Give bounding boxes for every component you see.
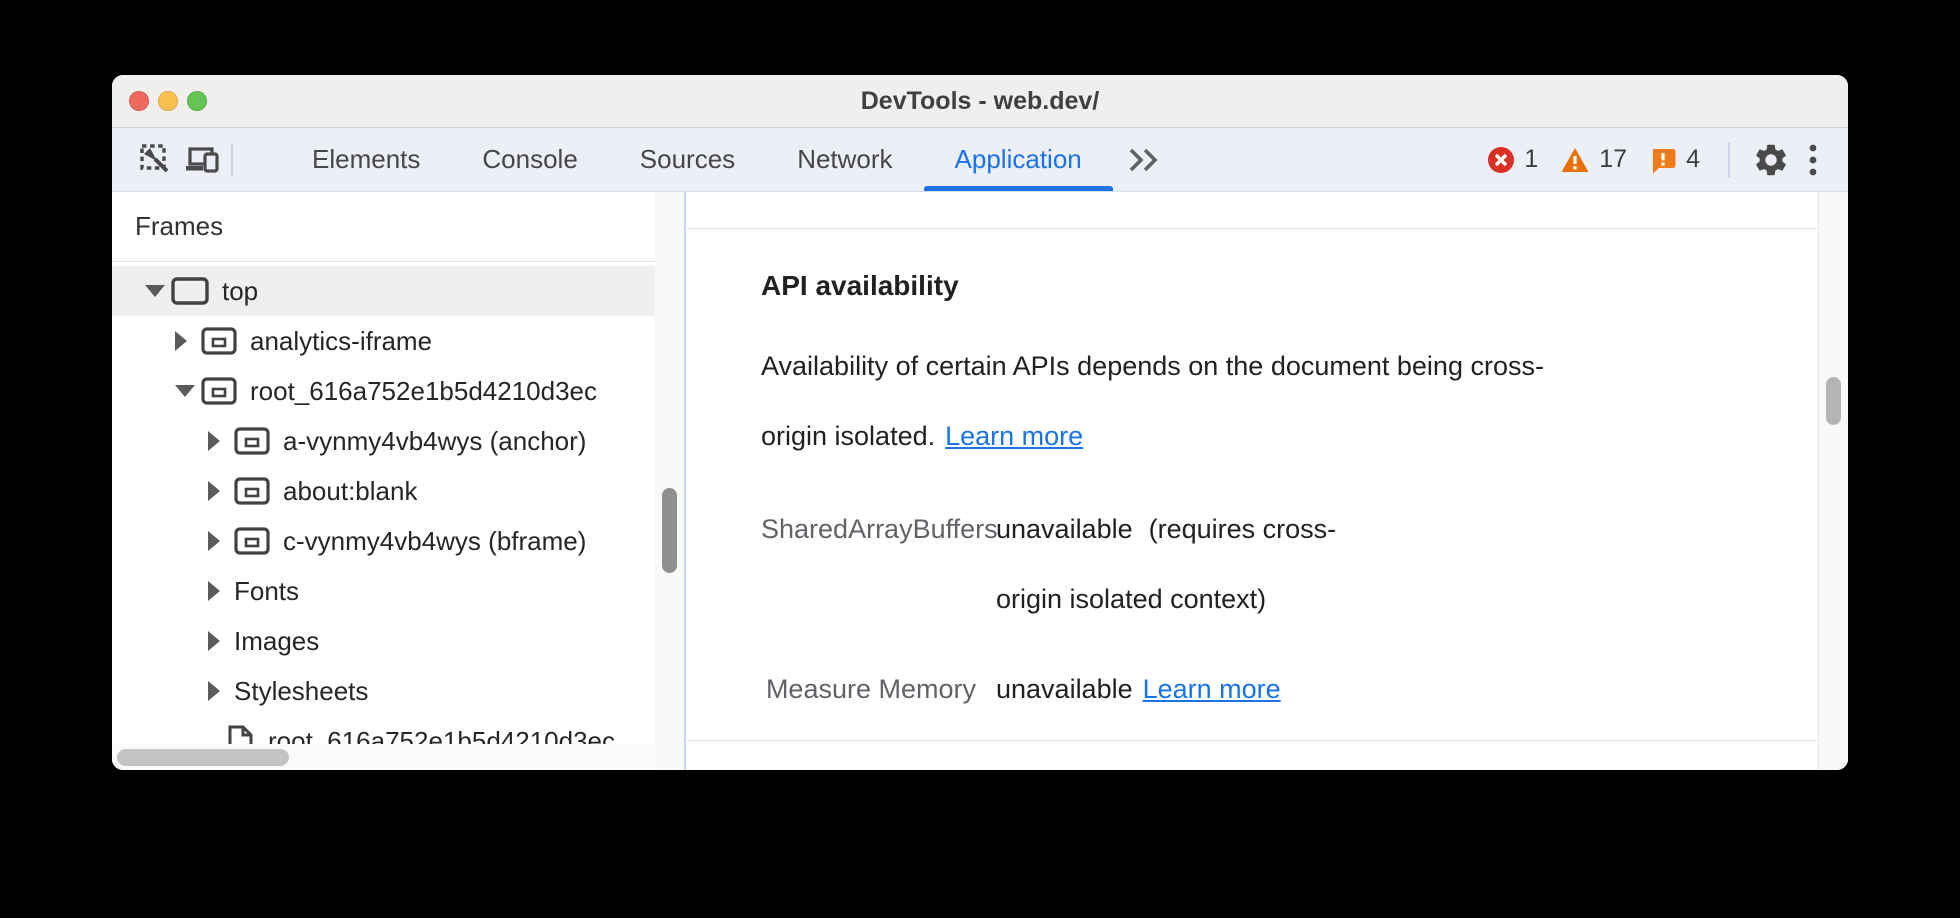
tree-item-root-frame[interactable]: root_616a752e1b5d4210d3ec xyxy=(112,366,655,416)
iframe-icon xyxy=(234,476,270,506)
tree-item-anchor-frame[interactable]: a-vynmy4vb4wys (anchor) xyxy=(112,416,655,466)
iframe-icon xyxy=(234,426,270,456)
gear-icon xyxy=(1752,141,1790,179)
tree-item-fonts[interactable]: Fonts xyxy=(112,566,655,616)
expander-closed-icon[interactable] xyxy=(175,331,201,351)
iframe-icon xyxy=(201,326,237,356)
section-description: Availability of certain APIs depends on … xyxy=(761,331,1601,471)
tree-item-bframe[interactable]: c-vynmy4vb4wys (bframe) xyxy=(112,516,655,566)
console-warnings-badge[interactable]: 17 xyxy=(1560,145,1627,174)
report-vertical-scrollbar[interactable] xyxy=(1818,192,1848,770)
title-bar: DevTools - web.dev/ xyxy=(112,75,1848,128)
more-tabs-icon xyxy=(1127,147,1161,173)
field-value: unavailable Learn more xyxy=(996,654,1401,724)
panel-tabs: Elements Console Sources Network Applica… xyxy=(281,128,1113,191)
field-shared-array-buffers: SharedArrayBuffers unavailable(requires … xyxy=(761,494,1818,634)
api-availability-section: API availability Availability of certain… xyxy=(686,229,1818,741)
close-window-button[interactable] xyxy=(129,91,149,111)
expander-closed-icon[interactable] xyxy=(208,431,234,451)
expander-closed-icon[interactable] xyxy=(208,681,234,701)
expander-closed-icon[interactable] xyxy=(208,531,234,551)
sidebar-horizontal-scrollbar[interactable] xyxy=(112,744,655,770)
sidebar-vertical-scrollbar[interactable] xyxy=(655,192,686,770)
devtools-window: DevTools - web.dev/ Ele xyxy=(112,75,1848,770)
console-errors-badge[interactable]: 1 xyxy=(1487,145,1538,174)
frame-details-view: API availability Availability of certain… xyxy=(686,192,1848,770)
expander-open-icon[interactable] xyxy=(175,385,201,397)
issues-icon xyxy=(1649,146,1677,174)
more-tabs-button[interactable] xyxy=(1113,147,1175,173)
tab-sources[interactable]: Sources xyxy=(639,144,736,174)
tree-item-about-blank[interactable]: about:blank xyxy=(112,466,655,516)
expander-closed-icon[interactable] xyxy=(208,481,234,501)
devtools-toolbar: Elements Console Sources Network Applica… xyxy=(112,128,1848,192)
inspect-icon xyxy=(138,142,174,178)
description-text: Availability of certain APIs depends on … xyxy=(761,351,1544,451)
zoom-window-button[interactable] xyxy=(187,91,207,111)
toolbar-right-group: 1 17 xyxy=(1487,137,1848,183)
traffic-lights xyxy=(129,91,207,111)
warning-icon xyxy=(1560,146,1590,174)
report-area: API availability Availability of certain… xyxy=(686,192,1818,770)
window-title: DevTools - web.dev/ xyxy=(860,86,1100,115)
warning-count: 17 xyxy=(1599,145,1628,173)
error-count: 1 xyxy=(1524,145,1539,173)
field-measure-memory: Measure Memory unavailable Learn more xyxy=(761,654,1818,724)
tree-item-stylesheets[interactable]: Stylesheets xyxy=(112,666,655,716)
frames-sidebar: Frames top analytics-iframe xyxy=(112,192,655,770)
learn-more-link[interactable]: Learn more xyxy=(1142,674,1281,704)
report-bottom-strip xyxy=(686,741,1818,770)
tab-elements[interactable]: Elements xyxy=(312,144,421,174)
report-vertical-scroll-thumb[interactable] xyxy=(1826,377,1841,425)
application-panel: Frames top analytics-iframe xyxy=(112,192,1848,770)
devtools-menu-button[interactable] xyxy=(1794,137,1832,183)
learn-more-link[interactable]: Learn more xyxy=(945,421,1084,451)
expander-closed-icon[interactable] xyxy=(208,631,234,651)
error-icon xyxy=(1487,146,1515,174)
frames-section-header[interactable]: Frames xyxy=(112,192,655,262)
iframe-icon xyxy=(201,376,237,406)
tab-console[interactable]: Console xyxy=(482,144,578,174)
section-heading: API availability xyxy=(761,270,959,301)
availability-status: unavailable xyxy=(996,674,1133,704)
issues-count: 4 xyxy=(1686,145,1700,173)
report-top-strip xyxy=(686,192,1818,229)
availability-status: unavailable xyxy=(996,514,1133,544)
expander-open-icon[interactable] xyxy=(145,285,171,297)
toolbar-right-divider xyxy=(1728,142,1730,177)
issues-badge[interactable]: 4 xyxy=(1649,145,1700,174)
tree-item-analytics-iframe[interactable]: analytics-iframe xyxy=(112,316,655,366)
frame-icon xyxy=(171,276,209,306)
sidebar-vertical-scroll-thumb[interactable] xyxy=(662,488,677,573)
kebab-menu-icon xyxy=(1809,143,1817,177)
iframe-icon xyxy=(234,526,270,556)
tab-network[interactable]: Network xyxy=(797,144,893,174)
expander-closed-icon[interactable] xyxy=(208,581,234,601)
device-toolbar-button[interactable] xyxy=(179,137,225,183)
field-value: unavailable(requires cross-origin isolat… xyxy=(996,494,1401,634)
tree-item-images[interactable]: Images xyxy=(112,616,655,666)
toolbar-divider xyxy=(231,142,233,177)
tab-application[interactable]: Application xyxy=(923,128,1113,191)
device-toolbar-icon xyxy=(183,142,221,178)
frames-tree: top analytics-iframe root_616a752e1b5d42… xyxy=(112,266,655,766)
settings-button[interactable] xyxy=(1748,137,1794,183)
tree-item-top[interactable]: top xyxy=(112,266,655,316)
field-label: SharedArrayBuffers xyxy=(761,514,998,544)
minimize-window-button[interactable] xyxy=(158,91,178,111)
inspect-element-button[interactable] xyxy=(133,137,179,183)
availability-note: (requires cross-origin isolated context) xyxy=(996,514,1337,614)
sidebar-horizontal-scroll-thumb[interactable] xyxy=(117,749,289,766)
field-label: Measure Memory xyxy=(765,674,976,704)
